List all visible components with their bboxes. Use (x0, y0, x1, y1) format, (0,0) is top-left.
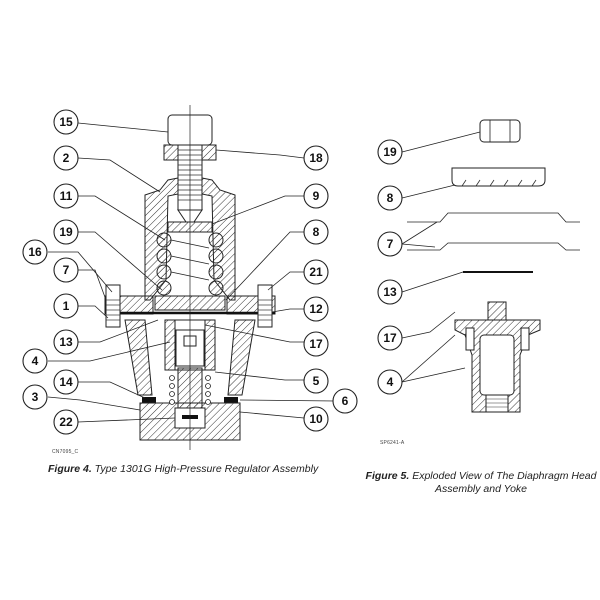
figure5-caption-label: Figure 5. (365, 470, 410, 482)
callout-10: 10 (303, 406, 329, 432)
callout-fig5-7: 7 (377, 231, 403, 257)
regulator-assembly-drawing (104, 105, 276, 450)
svg-text:8: 8 (387, 191, 394, 205)
yoke-left (124, 319, 153, 396)
cap-screw-right (257, 284, 273, 328)
callout-13: 13 (53, 329, 79, 355)
svg-text:19: 19 (59, 225, 73, 239)
yoke-right (227, 319, 256, 396)
svg-text:13: 13 (59, 335, 73, 349)
callout-16: 16 (22, 239, 48, 265)
callout-6: 6 (332, 388, 358, 414)
svg-text:3: 3 (32, 390, 39, 404)
svg-text:18: 18 (309, 151, 323, 165)
figure4-caption-text: Type 1301G High-Pressure Regulator Assem… (91, 463, 319, 475)
callout-22: 22 (53, 409, 79, 435)
lock-nut-right (201, 144, 217, 161)
machine-screw-right (520, 327, 530, 351)
callout-1: 1 (53, 293, 79, 319)
figure4-caption: Figure 4. Type 1301G High-Pressure Regul… (48, 463, 318, 475)
svg-text:14: 14 (59, 375, 73, 389)
svg-text:17: 17 (309, 337, 323, 351)
svg-text:7: 7 (63, 263, 70, 277)
callout-14: 14 (53, 369, 79, 395)
svg-text:7: 7 (387, 237, 394, 251)
svg-text:9: 9 (313, 189, 320, 203)
svg-text:8: 8 (313, 225, 320, 239)
callout-fig5-13: 13 (377, 279, 403, 305)
figure5-caption-text: Exploded View of The Diaphragm Head (409, 470, 597, 482)
svg-text:2: 2 (63, 151, 70, 165)
exploded-view-drawing (407, 119, 580, 413)
callout-17: 17 (303, 331, 329, 357)
figure4-caption-label: Figure 4. (48, 463, 92, 475)
callout-9: 9 (303, 183, 329, 209)
callout-12: 12 (303, 296, 329, 322)
svg-text:4: 4 (387, 375, 394, 389)
o-ring-right (224, 397, 238, 403)
callout-11: 11 (53, 183, 79, 209)
svg-text:10: 10 (309, 412, 323, 426)
callout-fig5-17: 17 (377, 325, 403, 351)
diaphragm-plate-lower (407, 242, 580, 251)
callout-fig5-8: 8 (377, 185, 403, 211)
svg-text:17: 17 (383, 331, 397, 345)
svg-text:6: 6 (342, 394, 349, 408)
callout-2: 2 (53, 145, 79, 171)
svg-text:19: 19 (383, 145, 397, 159)
diaphragm-head-plate (451, 167, 546, 187)
callout-3: 3 (22, 384, 48, 410)
callout-fig5-19: 19 (377, 139, 403, 165)
callout-19: 19 (53, 219, 79, 245)
figure5-code: SP6241-A (380, 440, 405, 446)
callout-7: 7 (53, 257, 79, 283)
svg-text:15: 15 (59, 115, 73, 129)
diaphragm-plate-upper (407, 212, 580, 223)
figure4-code: CN7095_C (52, 449, 79, 455)
callout-15: 15 (53, 109, 79, 135)
svg-text:22: 22 (59, 415, 73, 429)
svg-text:4: 4 (32, 354, 39, 368)
yoke-stem (487, 301, 507, 321)
spring-coils (156, 232, 224, 296)
machine-screw-left (465, 327, 475, 351)
callout-8: 8 (303, 219, 329, 245)
callout-5: 5 (303, 368, 329, 394)
o-ring-left (142, 397, 156, 403)
callout-21: 21 (303, 259, 329, 285)
figure5-caption: Figure 5. Exploded View of The Diaphragm… (365, 470, 597, 496)
callout-18: 18 (303, 145, 329, 171)
leader-lines-fig5 (401, 131, 481, 383)
hex-nut (479, 119, 521, 143)
svg-text:16: 16 (28, 245, 42, 259)
svg-text:13: 13 (383, 285, 397, 299)
svg-text:21: 21 (309, 265, 323, 279)
callout-fig5-4: 4 (377, 369, 403, 395)
svg-text:1: 1 (63, 299, 70, 313)
leader-lines-fig4 (47, 122, 336, 423)
svg-text:5: 5 (313, 374, 320, 388)
cap-screw-left (105, 284, 121, 328)
figure5-caption-text-line2: Assembly and Yoke (434, 483, 528, 495)
callout-4: 4 (22, 348, 48, 374)
svg-text:12: 12 (309, 302, 323, 316)
lock-nut-left (163, 144, 179, 161)
svg-text:11: 11 (60, 189, 73, 203)
